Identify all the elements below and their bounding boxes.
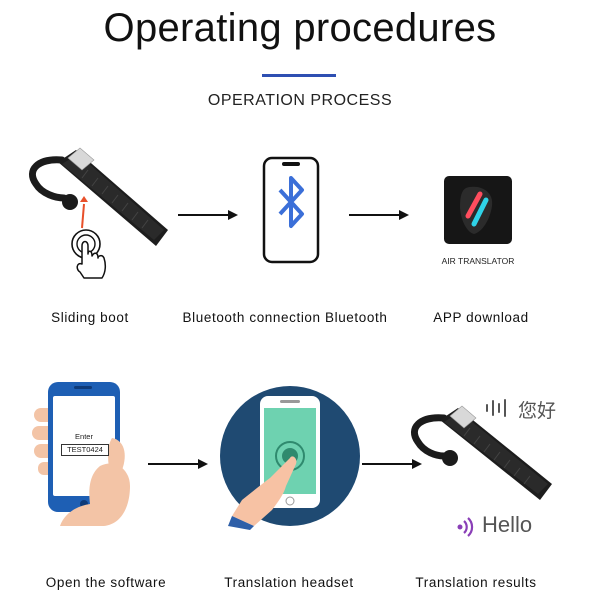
sound-signal-icon — [456, 516, 478, 538]
arrow-right-icon — [362, 458, 422, 470]
voice-wave-icon — [484, 398, 510, 418]
phone-prompt: Enter — [75, 432, 93, 441]
step-label: Translation results — [415, 575, 537, 590]
arrow-right-icon — [349, 209, 409, 221]
step-label: Sliding boot — [51, 310, 129, 325]
step-label: APP download — [433, 310, 529, 325]
phone-bluetooth-icon — [262, 156, 322, 266]
step-label: Translation headset — [224, 575, 354, 590]
earpiece-with-hand-press-icon — [18, 140, 168, 280]
title-underline — [262, 74, 336, 77]
hand-holding-phone-icon — [30, 378, 140, 528]
page-subtitle: OPERATION PROCESS — [207, 92, 393, 109]
phone-code-field: TEST0424 — [61, 444, 109, 456]
arrow-right-icon — [148, 458, 208, 470]
arrow-right-icon — [178, 209, 238, 221]
step-label: Bluetooth connection Bluetooth — [182, 310, 388, 325]
app-caption: AIR TRANSLATOR — [441, 256, 515, 266]
translation-chinese-text: 您好 — [518, 401, 557, 422]
phone-tap-circle-icon — [214, 380, 364, 530]
step-label: Open the software — [45, 575, 167, 590]
page-title: Operating procedures — [103, 6, 497, 50]
earpiece-results-icon — [404, 396, 554, 506]
translation-english-text: Hello — [482, 512, 533, 537]
air-translator-app-icon — [444, 176, 512, 244]
